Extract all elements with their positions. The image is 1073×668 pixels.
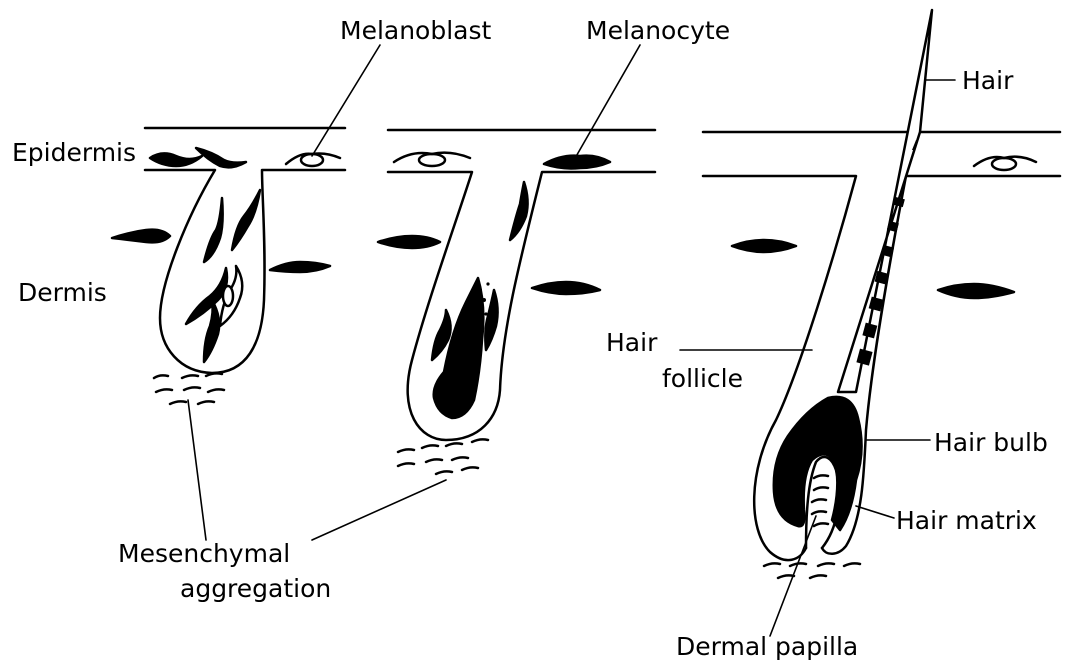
hair-matrix-pigment — [774, 397, 862, 530]
stage-3-mature-follicle — [703, 10, 1060, 578]
dermal-papilla-leader — [770, 516, 816, 636]
mesenchymal-dashes-stage2 — [398, 439, 488, 474]
mesenchymal-label-line1: Mesenchymal — [118, 541, 290, 566]
stage-1-placode — [112, 128, 345, 404]
epidermis-label: Epidermis — [12, 140, 136, 165]
leader-lines — [188, 45, 955, 636]
dark-epidermal-cells — [150, 148, 246, 167]
epidermal-melanoblast — [394, 153, 470, 166]
dermal-fibroblasts-stage2 — [378, 236, 600, 294]
mesenchymal-label-line2: aggregation — [180, 576, 331, 601]
melanoblast-label: Melanoblast — [340, 18, 491, 43]
mesenchymal-dashes-stage3 — [764, 563, 860, 578]
melanoblast-leader — [312, 45, 380, 156]
migrating-melanoblasts — [186, 190, 260, 362]
mesenchymal-leader-2 — [312, 480, 446, 540]
melanocyte-cell — [544, 156, 610, 169]
mesenchymal-dashes-stage1 — [154, 373, 224, 404]
hair-label: Hair — [962, 68, 1013, 93]
hair-shaft — [838, 10, 932, 392]
mesenchymal-leader-1 — [188, 400, 206, 540]
melanocyte-leader — [574, 45, 640, 160]
hair-follicle-label-line1: Hair — [606, 330, 657, 355]
dermal-papilla-label: Dermal papilla — [676, 634, 858, 659]
hair-follicle-label-line2: follicle — [662, 366, 743, 391]
dermis-label: Dermis — [18, 280, 107, 305]
hair-pigment-bands — [856, 140, 918, 366]
epidermal-melanoblast-stage3 — [974, 157, 1036, 170]
stage-2-peg — [378, 130, 655, 474]
hair-bulb-label: Hair bulb — [934, 430, 1048, 455]
melanocyte-label: Melanocyte — [586, 18, 730, 43]
hair-matrix-label: Hair matrix — [896, 508, 1037, 533]
hair-matrix-leader — [856, 506, 894, 518]
